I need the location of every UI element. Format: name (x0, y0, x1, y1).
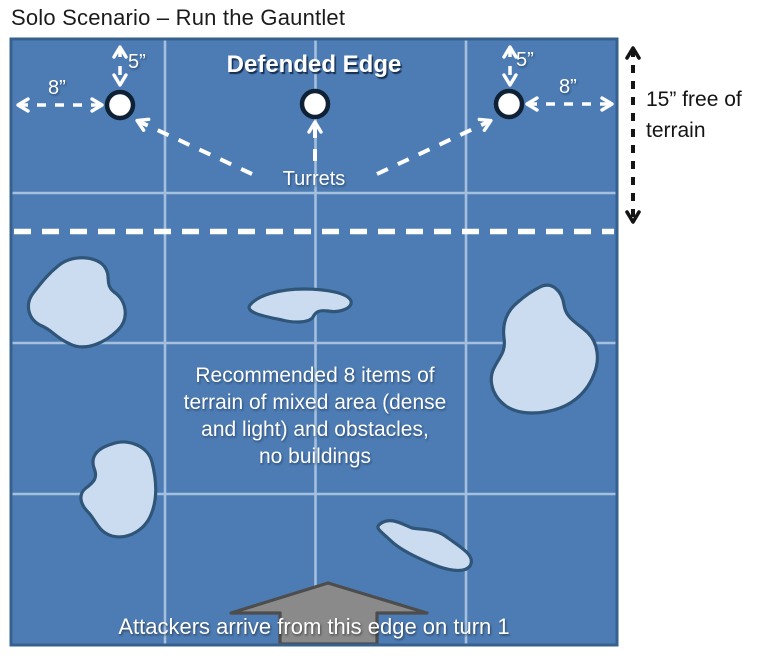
board-grid (12, 40, 616, 644)
turret-right (493, 88, 525, 120)
turret-left (104, 89, 136, 121)
turret-pointer-arrows (135, 117, 493, 176)
free-zone-line1: 15” free of (646, 88, 742, 111)
free-zone-annotation: 15” free of terrain (646, 84, 764, 146)
terrain-blob-right (489, 283, 599, 415)
terrain-blob-center (247, 287, 353, 324)
turret-center (299, 88, 331, 120)
terrain-blob-top-left (26, 256, 127, 349)
defended-edge-label: Defended Edge (226, 51, 402, 78)
measurement-8in-right-label: 8” (559, 76, 577, 98)
terrain-blob-bottom-left (79, 440, 158, 539)
turret-markers (104, 88, 525, 121)
terrain-pieces (26, 256, 599, 573)
terrain-note-line2: terrain of mixed area (dense (183, 391, 447, 414)
measurement-5in-right-label: 5” (516, 49, 534, 71)
measurement-8in-left-label: 8” (48, 77, 66, 99)
measurement-arrows (16, 45, 614, 113)
attackers-edge-label: Attackers arrive from this edge on turn … (118, 614, 510, 639)
measurement-5in-left-label: 5” (128, 51, 146, 73)
terrain-recommendation-note: Recommended 8 items of terrain of mixed … (155, 362, 475, 470)
page-title: Solo Scenario – Run the Gauntlet (11, 5, 346, 30)
terrain-note-line1: Recommended 8 items of (195, 364, 435, 387)
terrain-note-line3: and light) and obstacles, (201, 418, 429, 441)
terrain-note-line4: no buildings (258, 445, 372, 468)
attackers-arrow (229, 581, 429, 646)
turrets-label: Turrets (282, 168, 346, 190)
free-zone-line2: terrain (646, 119, 706, 142)
terrain-blob-bottom-right (376, 519, 473, 573)
board-border (9, 37, 619, 647)
